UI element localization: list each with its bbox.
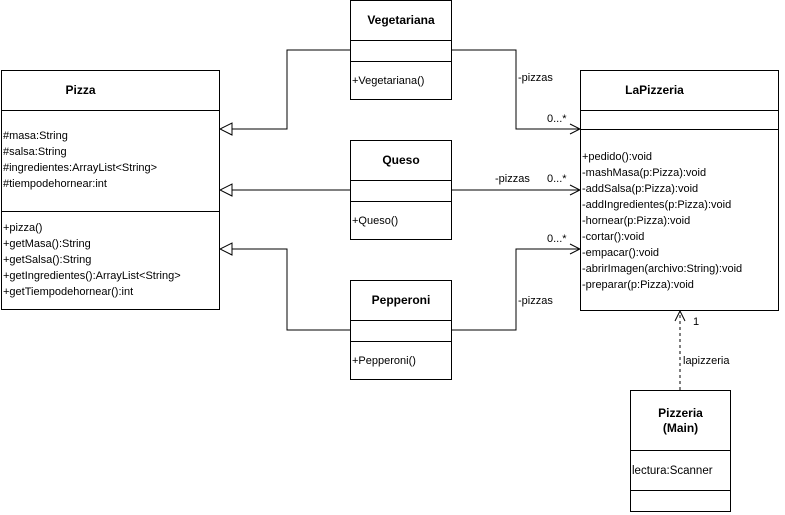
class-queso[interactable]: Queso +Queso() (350, 140, 452, 240)
class-pizzeria-name: Pizzeria (Main) (631, 406, 730, 436)
class-lapizzeria-methods: +pedido():void -mashMasa(p:Pizza):void -… (582, 149, 776, 293)
method: +pizza() (3, 222, 43, 234)
class-pizzeria-name-line1: Pizzeria (658, 406, 703, 420)
method: -cortar():void (582, 231, 645, 243)
class-pizza-methods: +pizza() +getMasa():String +getSalsa():S… (3, 220, 217, 300)
class-pizza-attributes: #masa:String #salsa:String #ingredientes… (3, 128, 217, 192)
class-pepperoni[interactable]: Pepperoni +Pepperoni() (350, 280, 452, 380)
method: +Vegetariana() (352, 75, 425, 87)
class-pizza-divider-1 (2, 110, 219, 111)
label-vegetariana-multiplicity: 0...* (547, 113, 567, 125)
generalization-vegetariana (220, 49, 350, 129)
association-vegetariana (452, 49, 580, 129)
label-dependency-multiplicity: 1 (693, 316, 700, 328)
class-vegetariana-methods: +Vegetariana() (352, 73, 449, 89)
attribute: #tiempodehornear:int (3, 178, 107, 190)
method: +pedido():void (582, 151, 653, 163)
method: -preparar(p:Pizza):void (582, 279, 694, 291)
attribute: #masa:String (3, 130, 68, 142)
class-pizzeria-divider-2 (631, 490, 730, 491)
class-pizza[interactable]: Pizza #masa:String #salsa:String #ingred… (1, 70, 220, 310)
class-vegetariana[interactable]: Vegetariana +Vegetariana() (350, 0, 452, 100)
method: -addSalsa(p:Pizza):void (582, 183, 699, 195)
attribute: lectura:Scanner (632, 465, 713, 477)
class-pizzeria-attributes: lectura:Scanner (632, 463, 728, 479)
method: +getMasa():String (3, 238, 91, 250)
class-pepperoni-divider-1 (351, 320, 451, 321)
method: -empacar():void (582, 247, 660, 259)
class-lapizzeria-divider-2 (581, 129, 778, 130)
class-lapizzeria-name: LaPizzeria (625, 83, 684, 97)
class-pizzeria-name-line2: (Main) (662, 421, 699, 435)
class-pizzeria-divider-1 (631, 450, 730, 451)
generalization-pepperoni (220, 249, 350, 331)
label-queso-multiplicity: 0...* (547, 173, 567, 185)
class-lapizzeria[interactable]: LaPizzeria +pedido():void -mashMasa(p:Pi… (580, 70, 779, 311)
class-pepperoni-divider-2 (351, 341, 451, 342)
class-queso-divider-1 (351, 180, 451, 181)
method: +Pepperoni() (352, 355, 416, 367)
class-vegetariana-divider-2 (351, 61, 451, 62)
class-vegetariana-divider-1 (351, 40, 451, 41)
method: +getTiempodehornear():int (3, 286, 134, 298)
class-lapizzeria-divider-1 (581, 110, 778, 111)
class-pizza-name: Pizza (65, 83, 96, 97)
method: -hornear(p:Pizza):void (582, 215, 691, 227)
attribute: #salsa:String (3, 146, 67, 158)
label-vegetariana-role: -pizzas (518, 72, 553, 84)
class-queso-divider-2 (351, 201, 451, 202)
method: -mashMasa(p:Pizza):void (582, 167, 707, 179)
association-pepperoni (452, 249, 580, 331)
method: +getSalsa():String (3, 254, 92, 266)
method: +Queso() (352, 215, 399, 227)
label-queso-role: -pizzas (495, 173, 530, 185)
label-dependency-role: lapizzeria (683, 355, 730, 367)
class-pepperoni-methods: +Pepperoni() (352, 353, 449, 369)
attribute: #ingredientes:ArrayList<String> (3, 162, 158, 174)
class-vegetariana-name: Vegetariana (367, 13, 435, 27)
class-pizza-divider-2 (2, 211, 219, 212)
label-pepperoni-role: -pizzas (518, 295, 553, 307)
method: +getIngredientes():ArrayList<String> (3, 270, 181, 282)
method: -abrirImagen(archivo:String):void (582, 263, 743, 275)
class-pizzeria-main[interactable]: Pizzeria (Main) lectura:Scanner (630, 390, 731, 512)
class-pepperoni-name: Pepperoni (371, 293, 431, 307)
class-queso-name: Queso (382, 153, 420, 167)
class-queso-methods: +Queso() (352, 213, 449, 229)
label-pepperoni-multiplicity: 0...* (547, 233, 567, 245)
method: -addIngredientes(p:Pizza):void (582, 199, 732, 211)
